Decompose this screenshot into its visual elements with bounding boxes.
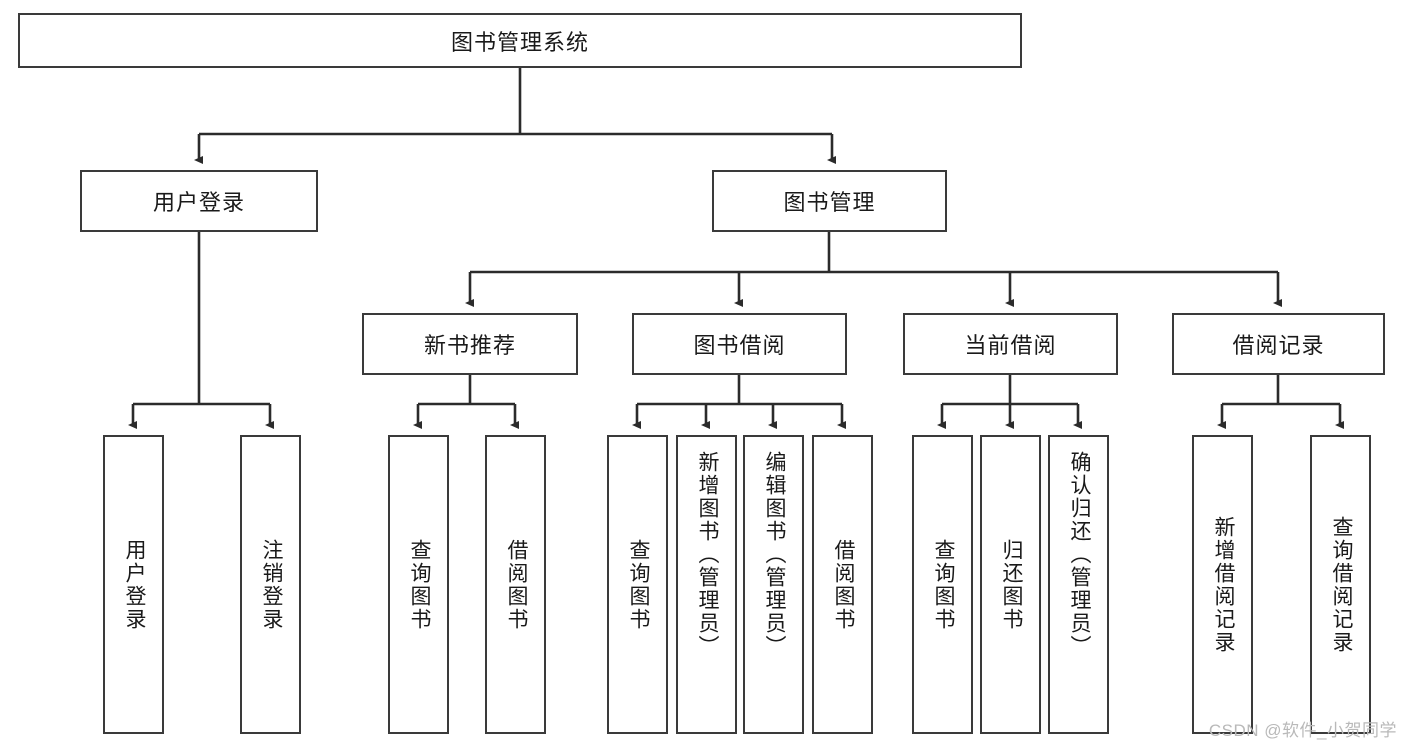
node-leaf-query-book-current[interactable]: 查询图书 (912, 435, 973, 734)
node-leaf-confirm-return-admin-label: 确认归还（管理员） (1067, 451, 1091, 658)
watermark: CSDN @软件_小贺同学 (1208, 721, 1397, 740)
node-borrow-record[interactable]: 借阅记录 (1172, 313, 1385, 375)
node-leaf-query-borrow-record[interactable]: 查询借阅记录 (1310, 435, 1371, 734)
node-book-management-label: 图书管理 (783, 190, 876, 215)
node-leaf-confirm-return-admin[interactable]: 确认归还（管理员） (1048, 435, 1109, 734)
node-leaf-add-book-admin-label: 新增图书（管理员） (695, 451, 719, 658)
node-borrow-record-label: 借阅记录 (1232, 333, 1325, 358)
node-user-login[interactable]: 用户登录 (80, 170, 318, 232)
node-leaf-query-borrow-record-label: 查询借阅记录 (1329, 515, 1353, 654)
node-leaf-borrow-book-label: 借阅图书 (831, 538, 855, 631)
node-leaf-query-book-recommend[interactable]: 查询图书 (388, 435, 449, 734)
node-book-borrow[interactable]: 图书借阅 (632, 313, 847, 375)
node-leaf-borrow-book[interactable]: 借阅图书 (812, 435, 873, 734)
node-leaf-query-book-recommend-label: 查询图书 (407, 538, 431, 631)
node-current-borrow-label: 当前借阅 (964, 333, 1057, 358)
node-leaf-return-book[interactable]: 归还图书 (980, 435, 1041, 734)
node-new-book-recommend-label: 新书推荐 (423, 333, 516, 358)
node-leaf-logout-label: 注销登录 (259, 538, 283, 631)
node-leaf-edit-book-admin[interactable]: 编辑图书（管理员） (743, 435, 804, 734)
node-root[interactable]: 图书管理系统 (18, 13, 1022, 68)
node-leaf-query-book-borrow-label: 查询图书 (626, 538, 650, 631)
node-leaf-add-borrow-record[interactable]: 新增借阅记录 (1192, 435, 1253, 734)
node-leaf-borrow-book-recommend[interactable]: 借阅图书 (485, 435, 546, 734)
node-leaf-add-book-admin[interactable]: 新增图书（管理员） (676, 435, 737, 734)
node-leaf-logout[interactable]: 注销登录 (240, 435, 301, 734)
node-new-book-recommend[interactable]: 新书推荐 (362, 313, 578, 375)
node-leaf-user-login[interactable]: 用户登录 (103, 435, 164, 734)
node-leaf-user-login-label: 用户登录 (122, 538, 146, 631)
node-leaf-borrow-book-recommend-label: 借阅图书 (504, 538, 528, 631)
node-book-management[interactable]: 图书管理 (712, 170, 947, 232)
node-leaf-edit-book-admin-label: 编辑图书（管理员） (762, 451, 786, 658)
node-leaf-add-borrow-record-label: 新增借阅记录 (1211, 515, 1235, 654)
node-user-login-label: 用户登录 (152, 190, 245, 215)
node-book-borrow-label: 图书借阅 (693, 333, 786, 358)
node-leaf-return-book-label: 归还图书 (999, 538, 1023, 631)
node-current-borrow[interactable]: 当前借阅 (903, 313, 1118, 375)
node-leaf-query-book-borrow[interactable]: 查询图书 (607, 435, 668, 734)
node-root-label: 图书管理系统 (450, 29, 589, 55)
node-leaf-query-book-current-label: 查询图书 (931, 538, 955, 631)
